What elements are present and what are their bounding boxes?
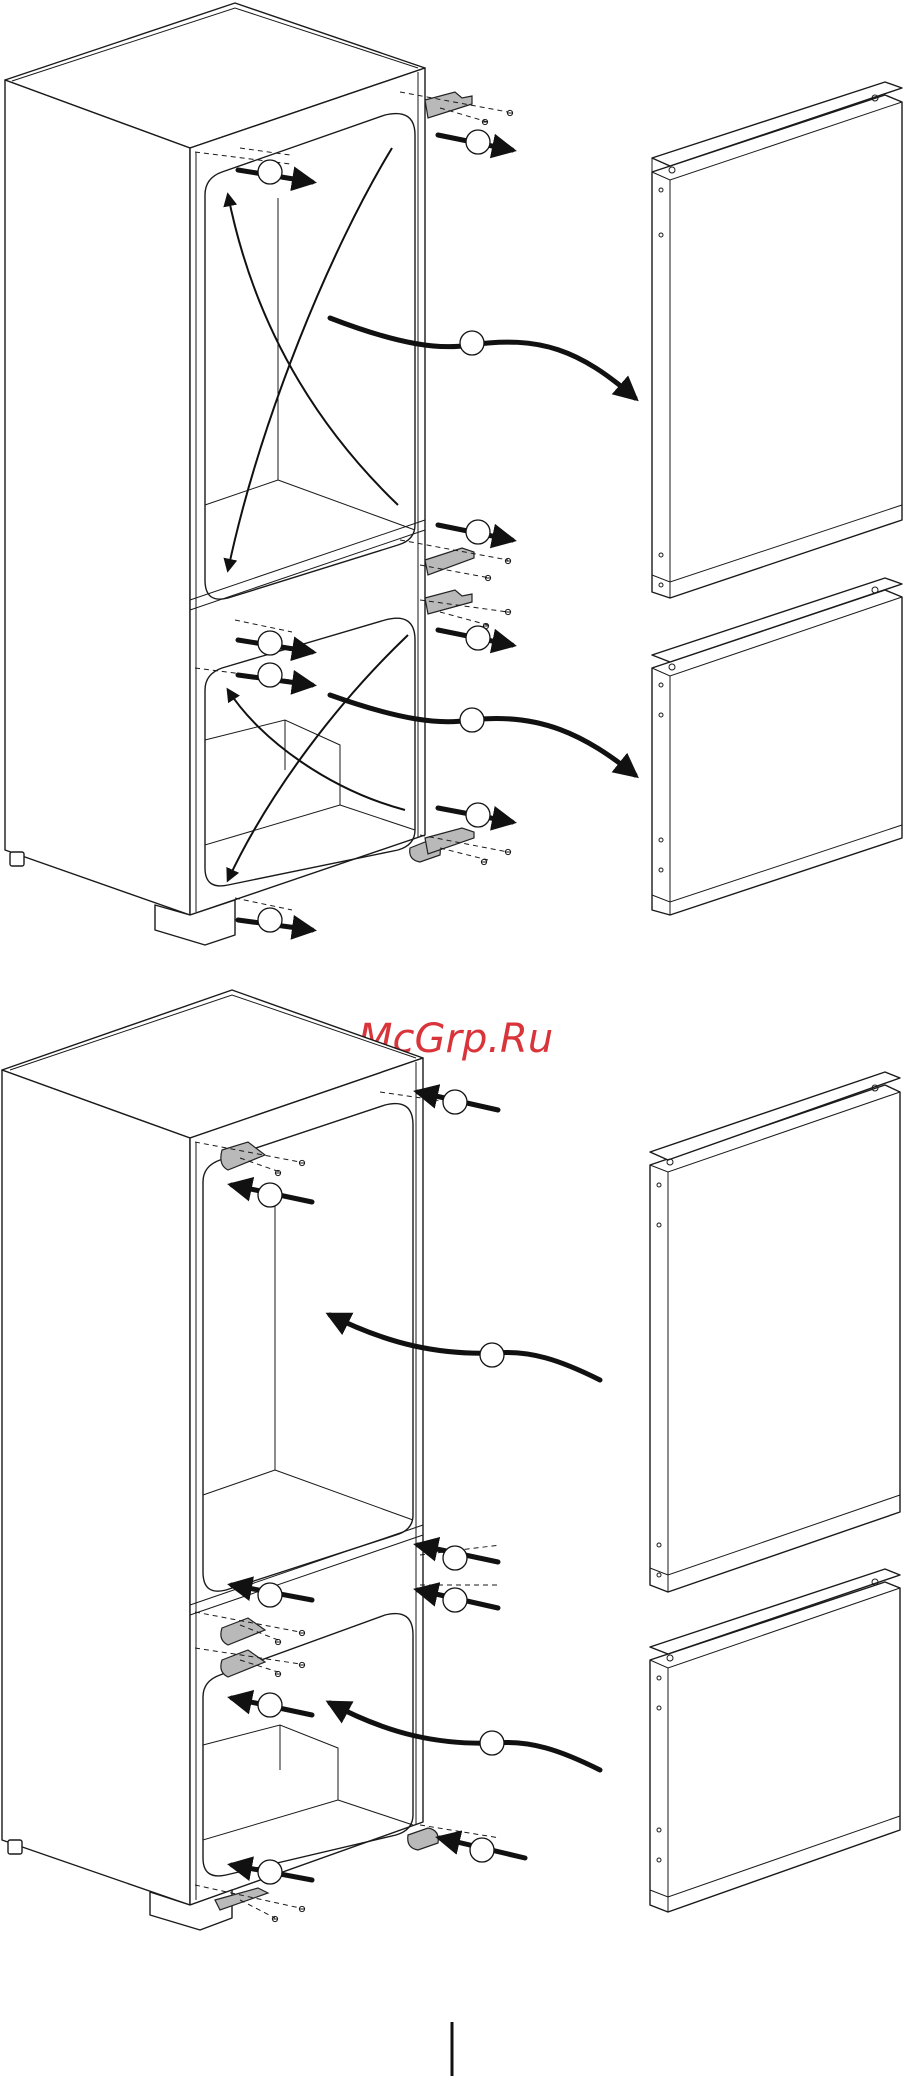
screw-icon — [482, 119, 488, 124]
door-lower-top — [652, 578, 902, 915]
door-upper-bottom — [650, 1072, 900, 1592]
panel-before — [5, 3, 902, 945]
screw-icon — [481, 859, 487, 864]
screw-icon — [485, 575, 491, 580]
fridge-cabinet-top — [5, 3, 440, 945]
screw-icon — [299, 1906, 305, 1911]
screw-icon — [272, 1916, 278, 1921]
fridge-cabinet-bottom — [2, 990, 438, 1930]
foot-icon — [10, 852, 24, 866]
screw-icon — [507, 110, 513, 115]
foot-icon — [8, 1840, 22, 1854]
hinge-icon — [425, 92, 472, 118]
door-lower-bottom — [650, 1569, 900, 1912]
door-upper-top — [652, 82, 902, 598]
foot-icon — [408, 1828, 439, 1850]
screw-icon — [505, 849, 511, 854]
panel-after — [2, 990, 900, 1930]
screw-icon — [505, 558, 511, 563]
screw-icon — [505, 609, 511, 614]
